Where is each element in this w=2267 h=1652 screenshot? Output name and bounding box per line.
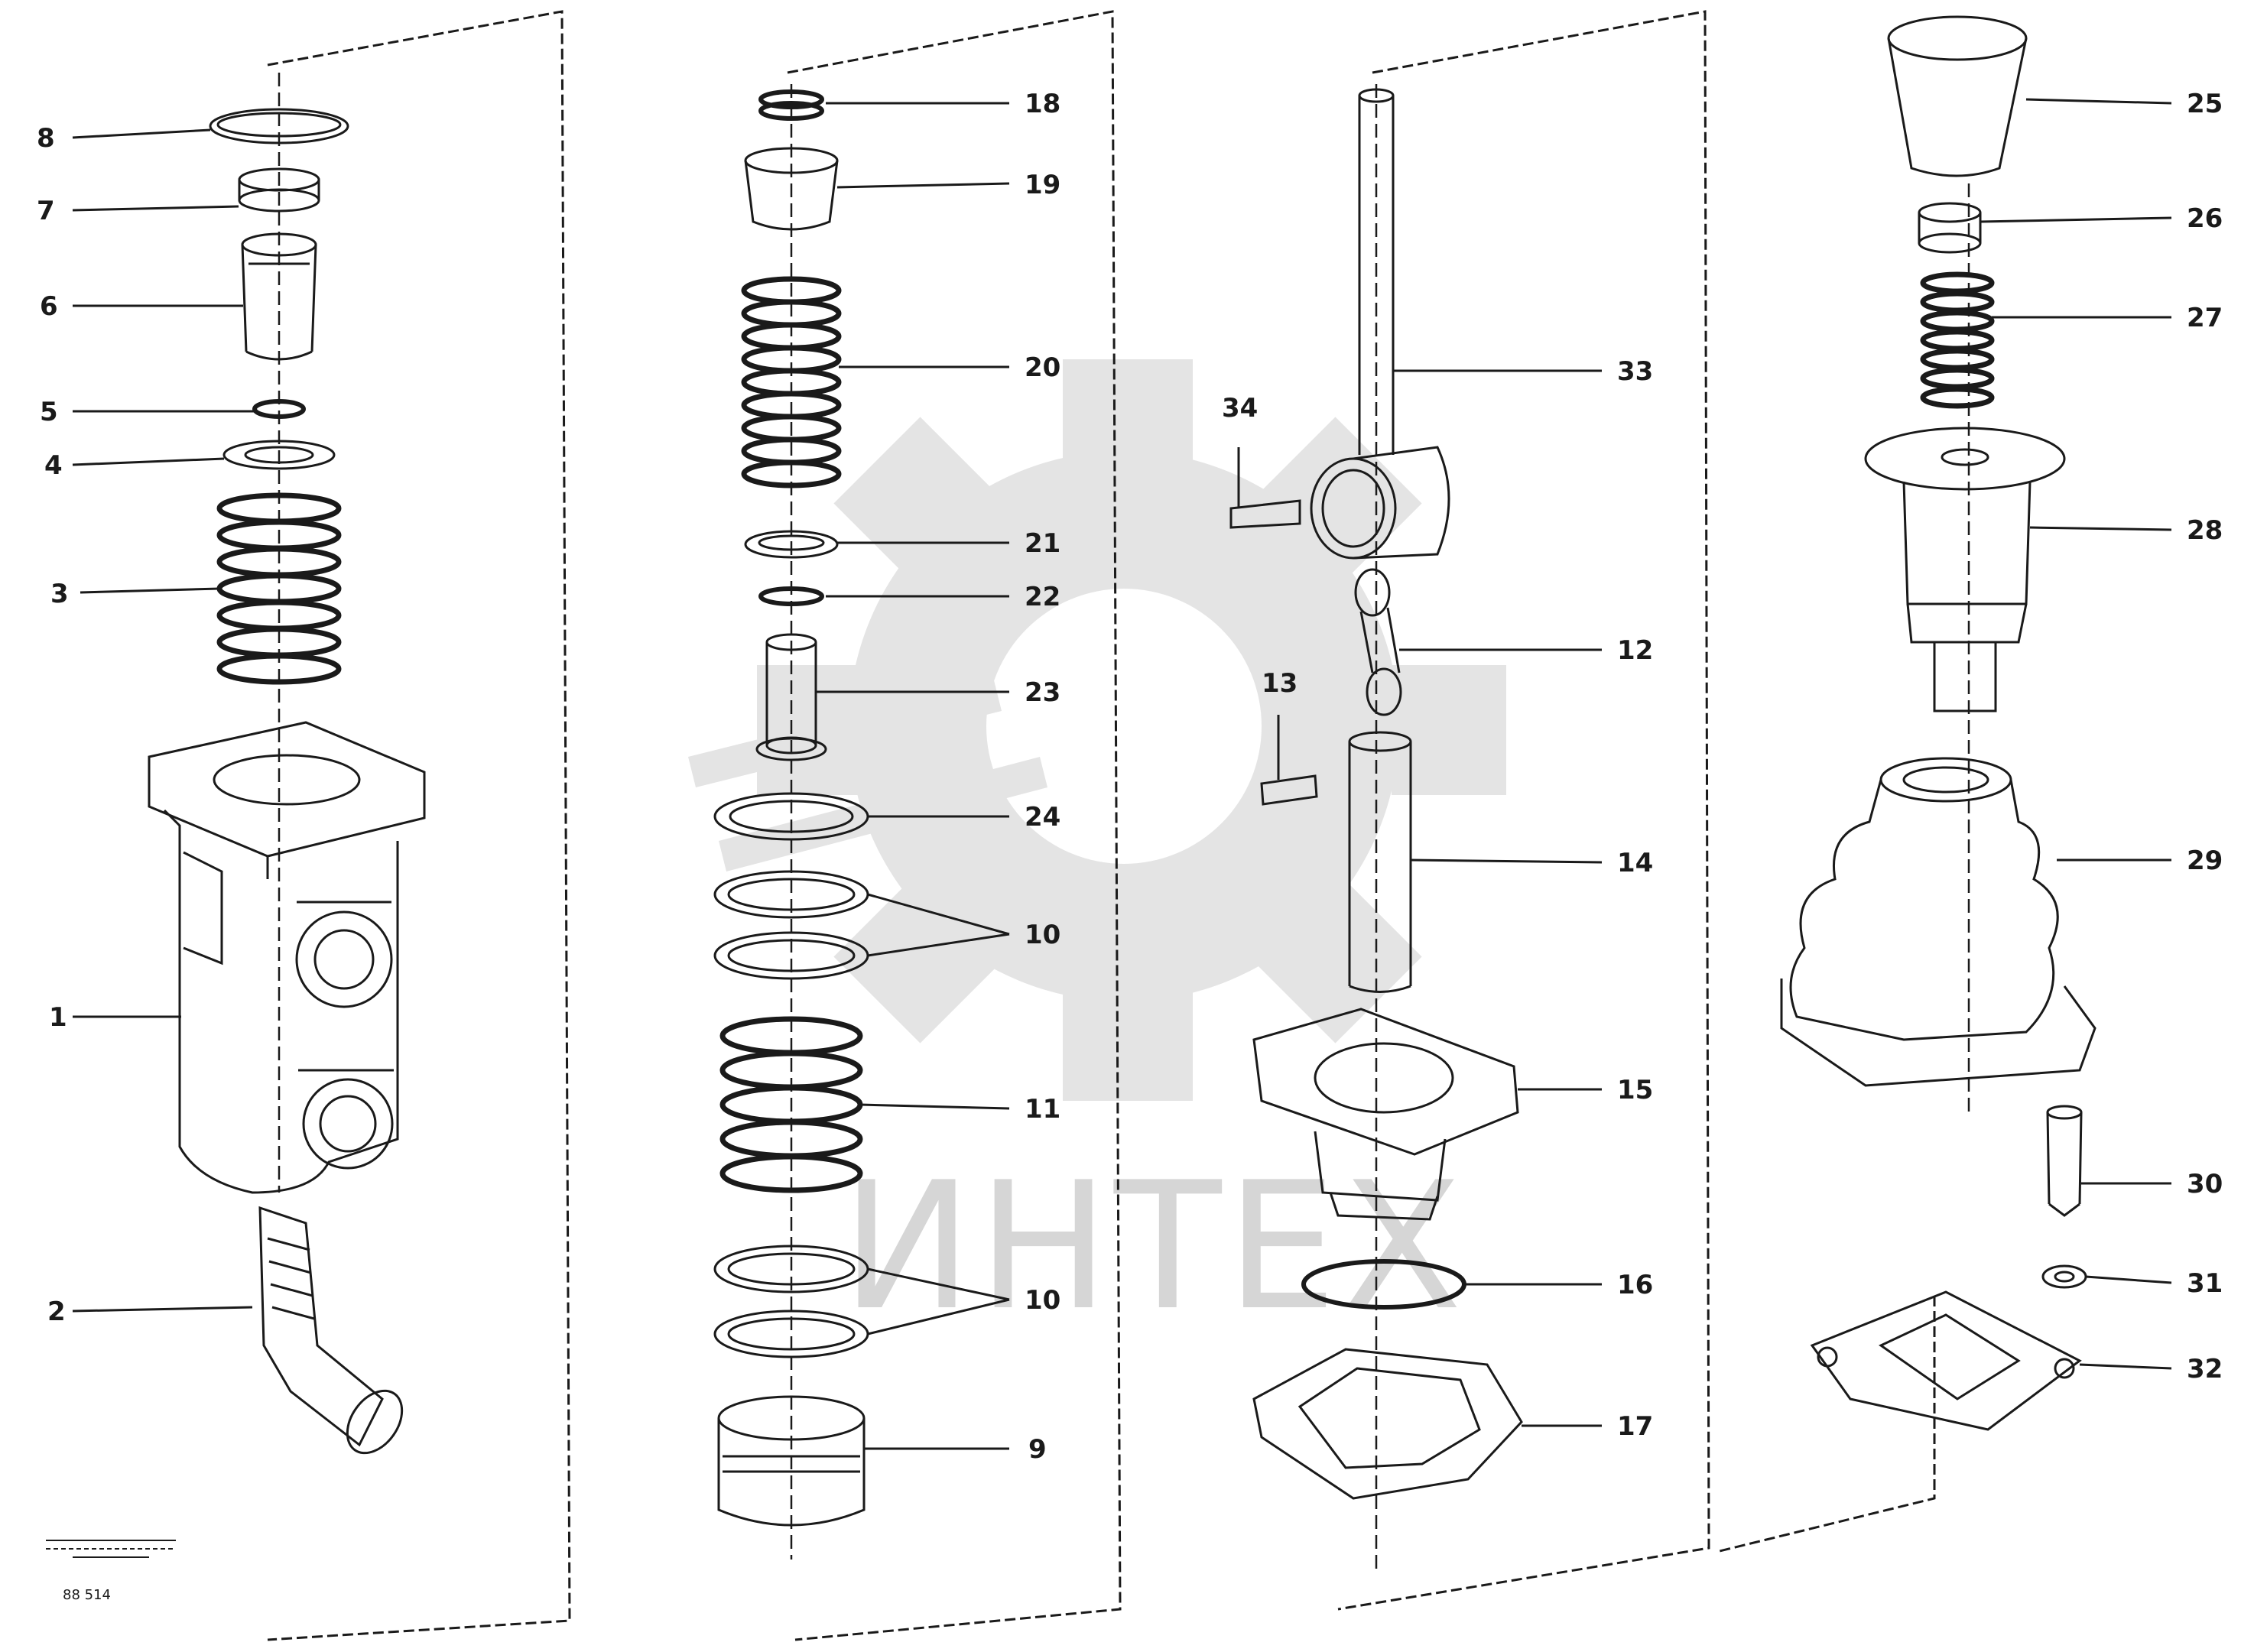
callout-4: 4 [44,450,63,481]
callout-19: 19 [1025,170,1060,200]
part-1-valve-body [148,721,426,1194]
part-19-cap [744,147,839,231]
part-31-nut [2041,1264,2087,1289]
part-29-boot [1780,757,2096,1087]
part-4-washer [222,440,336,470]
part-9-piston [717,1395,866,1527]
callout-7: 7 [37,196,55,226]
part-30-bolt [2046,1105,2083,1217]
drawing-reference: 88 514 [46,1540,176,1603]
part-25-knob [1887,15,2028,177]
watermark: ИНТЕХ [688,359,1506,1349]
callout-10-lower: 10 [1025,1285,1060,1316]
callout-13: 13 [1262,668,1298,699]
callout-8: 8 [37,123,55,154]
axis-lines [278,73,1970,1575]
callout-21: 21 [1025,528,1060,559]
part-2-elbow-fitting [258,1206,404,1455]
callout-27: 27 [2187,303,2223,333]
part-15-housing [1252,1008,1519,1221]
callout-18: 18 [1025,89,1060,119]
frame-assembly-3 [1337,10,1710,1611]
part-3-spring [216,492,342,685]
callout-32: 32 [2187,1354,2223,1384]
callout-25: 25 [2187,89,2223,119]
callout-33: 33 [1617,356,1653,387]
frame-assembly-1 [267,10,571,1641]
panel-frames [267,10,1936,1641]
callout-29: 29 [2187,845,2223,876]
callout-12: 12 [1617,635,1653,666]
callout-1: 1 [49,1002,67,1033]
part-20-spring [741,276,842,488]
part-28-spindle [1864,427,2066,712]
part-32-cover-plate [1810,1290,2082,1431]
callout-31: 31 [2187,1268,2223,1299]
part-27-spring [1920,271,1995,409]
column-1-parts [148,108,426,1455]
callout-2: 2 [47,1297,66,1327]
callout-17: 17 [1617,1411,1653,1442]
part-7-bushing [238,167,320,213]
part-6-piston-sleeve [241,232,317,361]
part-34-pin [1229,447,1301,529]
column-4-parts [1780,15,2096,1431]
part-5-small-ring [252,399,306,419]
callout-20: 20 [1025,352,1060,383]
callout-11: 11 [1025,1094,1060,1125]
part-8-seal-ring [209,108,349,144]
callout-22: 22 [1025,582,1060,612]
part-23-pin-sleeve [755,633,827,761]
leader-lines [72,98,2172,1450]
callout-30: 30 [2187,1169,2223,1199]
callout-10-upper: 10 [1025,920,1060,950]
callout-23: 23 [1025,677,1060,708]
part-26-bushing [1918,202,1982,254]
part-17-gasket [1252,1348,1523,1500]
part-33-lever-rod [1358,88,1395,455]
callout-34: 34 [1222,393,1258,424]
callout-5: 5 [40,397,58,427]
callout-24: 24 [1025,802,1060,832]
callout-9: 9 [1028,1434,1047,1465]
drawing-reference-number: 88 514 [63,1587,111,1603]
callout-28: 28 [2187,515,2223,546]
part-21-washer [744,530,839,559]
part-13-pin [1260,715,1318,806]
callout-6: 6 [40,291,58,322]
frame-assembly-4 [1716,1296,1936,1553]
part-12-link [1354,568,1402,716]
callout-16: 16 [1617,1270,1653,1300]
part-14-plunger [1348,731,1412,993]
part-18-small-spring [758,89,824,121]
callout-14: 14 [1617,848,1653,878]
part-33-pivot-hub [1310,446,1450,560]
callout-26: 26 [2187,203,2223,234]
column-2-parts [713,89,869,1527]
callout-labels: 8 7 6 5 4 3 1 2 18 19 20 21 22 23 24 10 … [37,89,2223,1465]
callout-15: 15 [1617,1075,1653,1105]
part-22-small-ring [758,586,824,606]
callout-3: 3 [50,579,69,609]
